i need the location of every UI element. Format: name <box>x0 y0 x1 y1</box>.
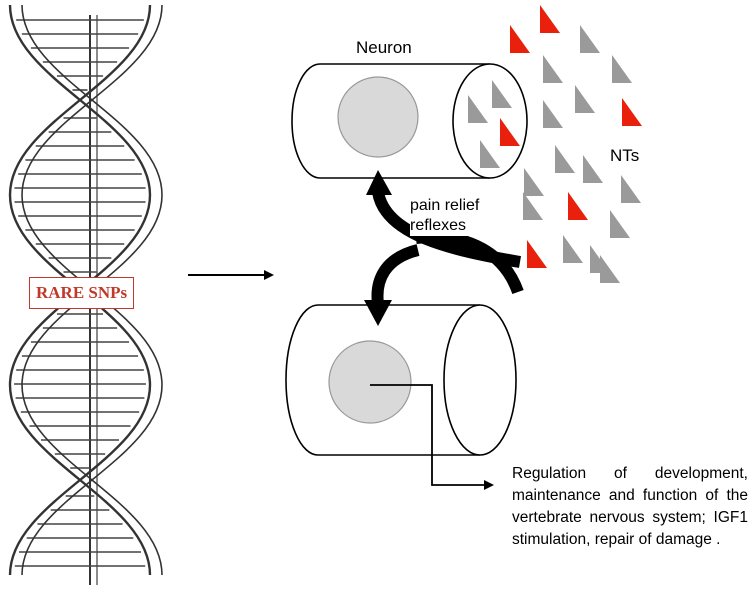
nucleus-lower <box>328 340 412 424</box>
triangle-icon <box>468 95 488 123</box>
triangle-icon <box>563 235 583 263</box>
neurotransmitter-cluster <box>468 5 642 283</box>
reflex-arrows <box>364 170 524 326</box>
triangle-icon <box>583 155 603 183</box>
triangle-icon <box>621 175 641 203</box>
triangle-icon <box>575 85 595 113</box>
triangle-icon <box>540 5 560 33</box>
triangle-icon <box>580 25 600 53</box>
rare-snps-box: RARE SNPs <box>29 277 135 309</box>
nucleus-to-text-connector <box>370 384 494 490</box>
nucleus-upper <box>337 76 419 158</box>
neuron-cylinder-lower <box>285 304 517 456</box>
triangle-icon <box>500 118 520 146</box>
triangle-icon <box>610 210 630 238</box>
triangle-icon <box>523 192 543 220</box>
triangle-icon <box>510 25 530 53</box>
triangle-icon <box>492 80 512 108</box>
triangle-icon <box>555 145 575 173</box>
double-helix-icon <box>8 4 163 585</box>
triangle-icon <box>568 192 588 220</box>
triangle-icon <box>622 98 642 126</box>
neuron-label: Neuron <box>356 38 412 57</box>
pain-relief-label: pain relief reflexes <box>410 196 520 236</box>
triangle-icon <box>612 55 632 83</box>
function-description: Regulation of development, maintenance a… <box>512 465 748 548</box>
triangle-icon <box>543 55 563 83</box>
triangle-icon <box>543 100 563 128</box>
triangle-icon <box>480 140 500 168</box>
nts-label: NTs <box>610 146 640 165</box>
triangle-icon <box>527 240 547 268</box>
triangle-icon <box>524 168 544 196</box>
triangle-icon <box>600 255 620 283</box>
neuron-cylinder-upper <box>291 63 528 179</box>
